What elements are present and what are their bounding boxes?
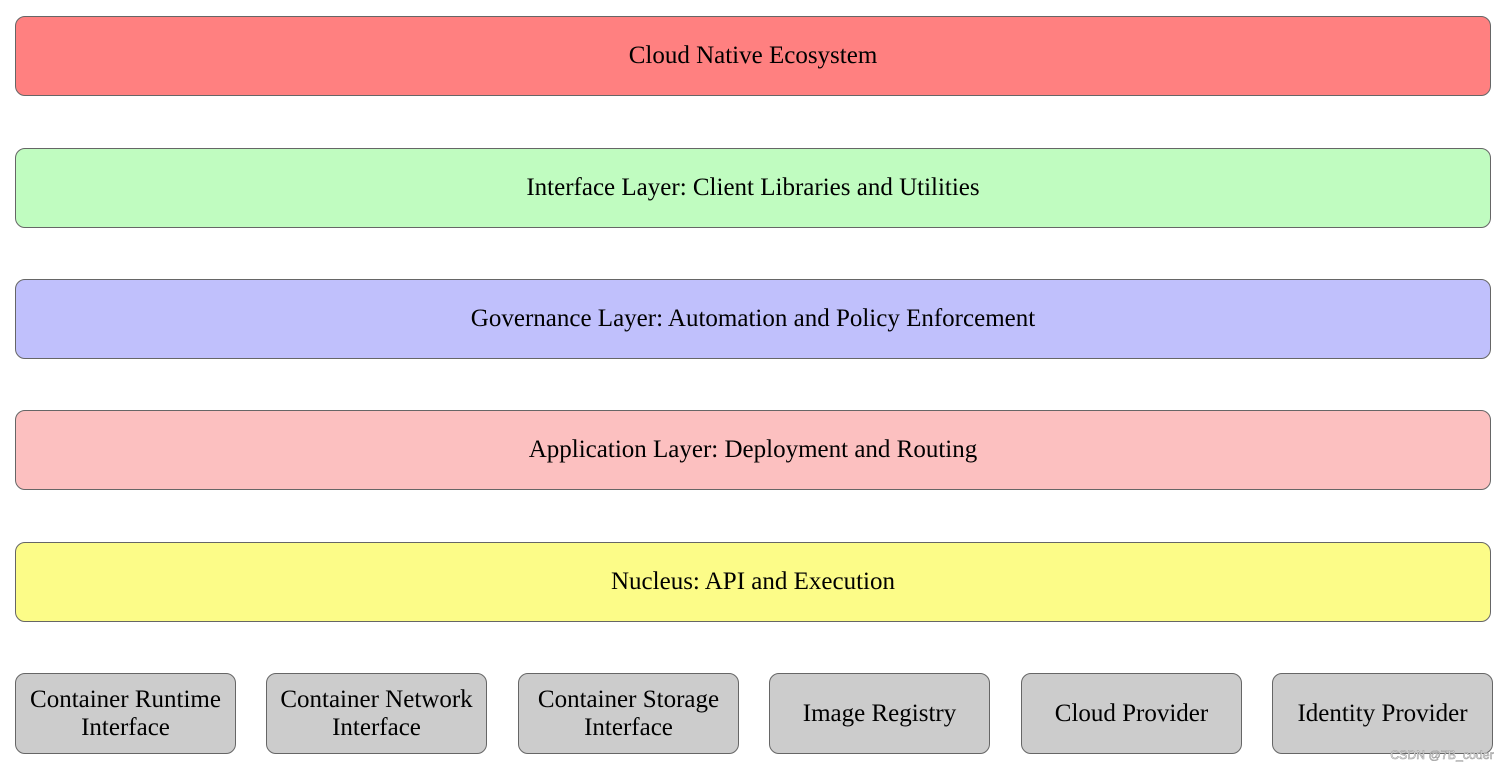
component-cloud-provider: Cloud Provider	[1021, 673, 1242, 754]
layer-label: Cloud Native Ecosystem	[628, 42, 878, 69]
component-container-network-interface: Container Network Interface	[266, 673, 487, 754]
layer-label: Governance Layer: Automation and Policy …	[470, 305, 1036, 332]
component-image-registry: Image Registry	[769, 673, 990, 754]
component-identity-provider: Identity Provider	[1272, 673, 1493, 754]
component-label: Container Storage Interface	[537, 685, 720, 741]
component-label: Image Registry	[802, 699, 957, 727]
component-label: Container Runtime Interface	[30, 685, 221, 741]
layer-label: Application Layer: Deployment and Routin…	[528, 436, 978, 463]
component-container-runtime-interface: Container Runtime Interface	[15, 673, 236, 754]
component-label: Identity Provider	[1297, 699, 1468, 727]
layer-cloud-native-ecosystem: Cloud Native Ecosystem	[15, 16, 1491, 96]
component-label: Cloud Provider	[1054, 699, 1209, 727]
layer-nucleus: Nucleus: API and Execution	[15, 542, 1491, 622]
layer-label: Interface Layer: Client Libraries and Ut…	[526, 174, 980, 201]
component-container-storage-interface: Container Storage Interface	[518, 673, 739, 754]
layer-label: Nucleus: API and Execution	[611, 568, 895, 595]
layer-governance: Governance Layer: Automation and Policy …	[15, 279, 1491, 359]
layer-interface: Interface Layer: Client Libraries and Ut…	[15, 148, 1491, 228]
watermark: CSDN @7B_coder	[1390, 748, 1494, 763]
layer-application: Application Layer: Deployment and Routin…	[15, 410, 1491, 490]
component-label: Container Network Interface	[280, 685, 473, 741]
